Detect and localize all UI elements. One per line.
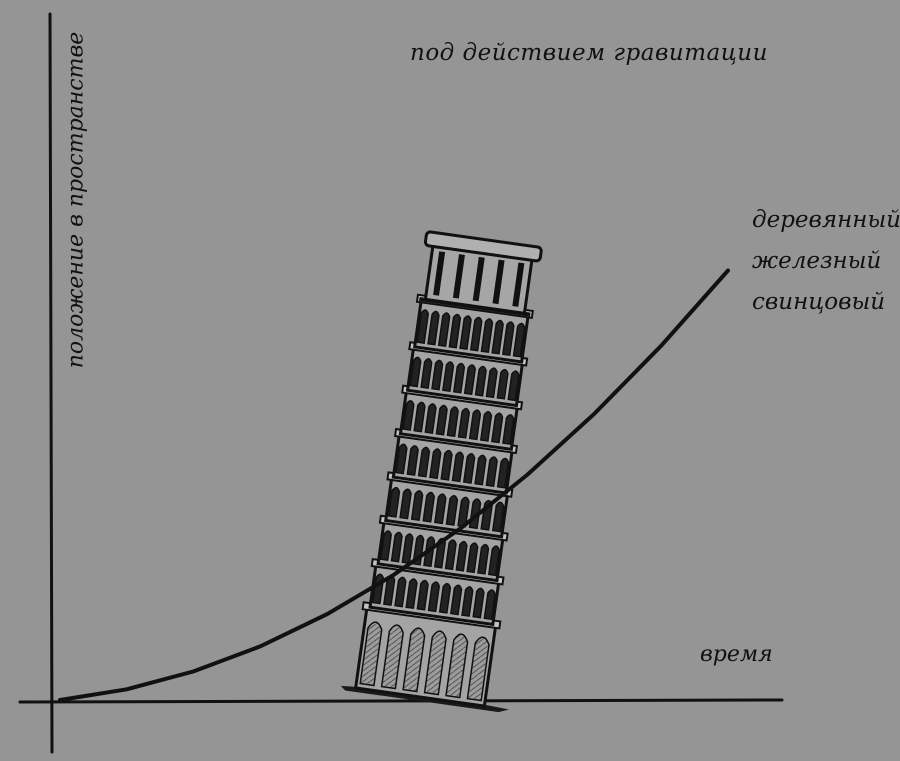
x-axis [18,698,784,704]
x-axis-label: время [700,642,773,667]
y-axis-label: положение в пространстве [63,31,89,369]
legend-item-iron: железный [752,248,882,274]
legend: деревянный железный свинцовый [752,200,900,323]
series-line [58,268,730,702]
chart-title: под действием гравитации [410,40,768,66]
legend-item-lead: свинцовый [752,289,886,315]
y-axis [48,12,54,754]
leaning-tower-of-pisa-illustration [340,230,543,713]
legend-item-wooden: деревянный [752,207,900,233]
